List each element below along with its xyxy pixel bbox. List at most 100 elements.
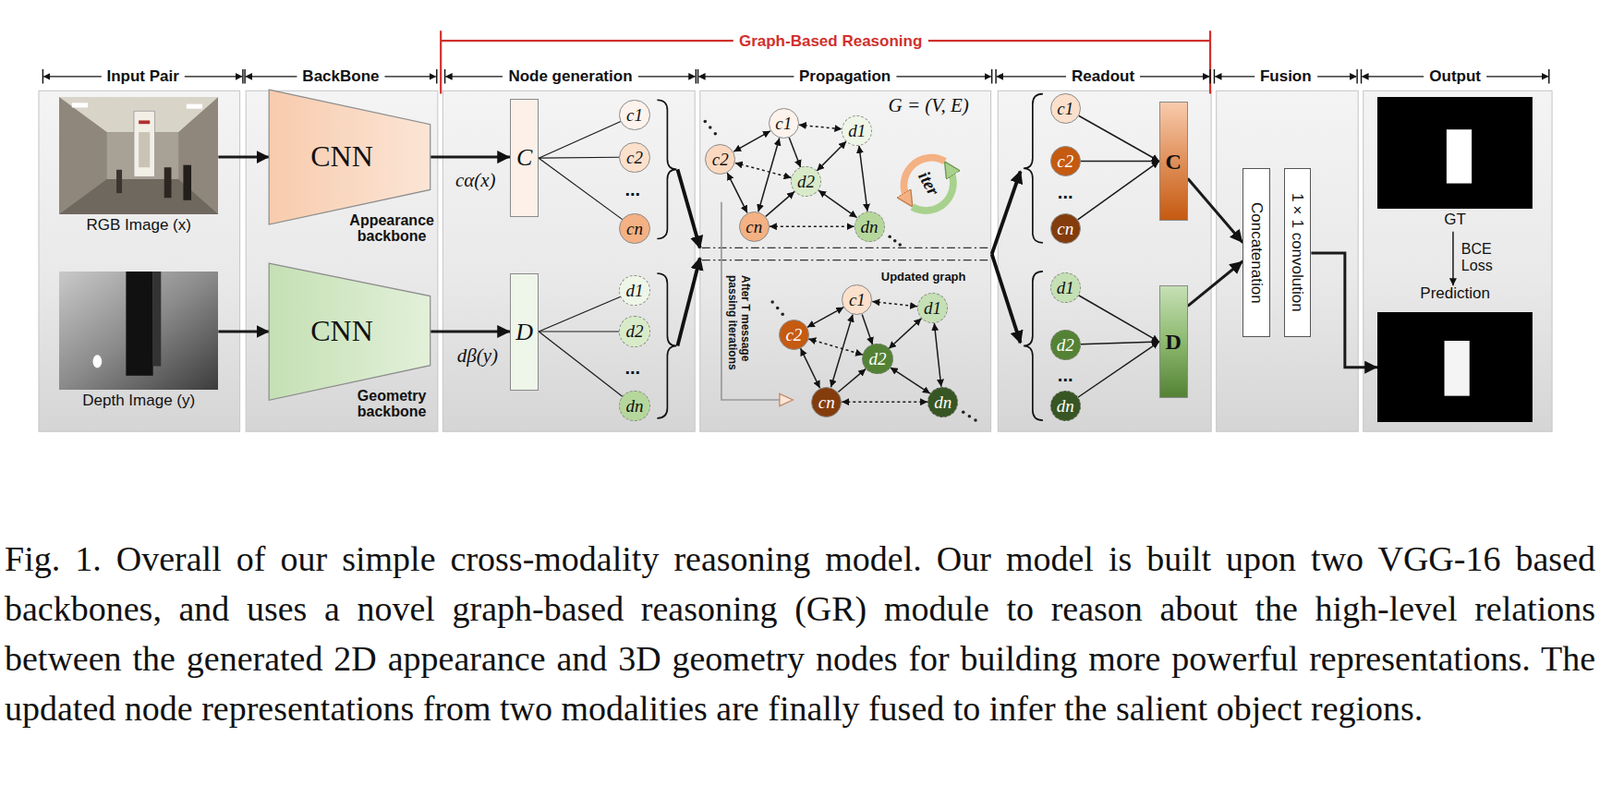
- node-text: c2: [626, 148, 643, 167]
- node-text: dn: [1056, 397, 1075, 415]
- node-text: Appearance backbone: [340, 212, 443, 245]
- brace: [656, 273, 677, 419]
- graph-node: c2: [704, 144, 736, 175]
- image-node: Depth Image (y): [59, 271, 219, 417]
- node-text: D: [515, 320, 534, 345]
- feature-box: D: [509, 273, 539, 391]
- group-bracket: [440, 30, 1211, 94]
- graph-node: cn: [739, 211, 770, 243]
- connector: [430, 329, 510, 333]
- node-text: c1: [626, 106, 643, 124]
- banner-writing: [138, 132, 150, 168]
- connector: [218, 156, 269, 159]
- node-text: cn: [1056, 219, 1074, 238]
- feature-box: C: [1159, 101, 1188, 220]
- ellipsis: ...: [1057, 364, 1074, 386]
- connector: [1310, 253, 1378, 368]
- dot: [770, 300, 775, 304]
- connector: [538, 157, 622, 219]
- bright-spot: [93, 354, 103, 368]
- node-text: d2: [797, 172, 815, 191]
- section-header: BackBone: [296, 68, 385, 86]
- group-title: Graph-Based Reasoning: [733, 33, 928, 51]
- section-header: Readout: [1066, 68, 1140, 86]
- panel: [1216, 90, 1359, 432]
- connector: [1452, 231, 1455, 287]
- connector: [765, 191, 795, 217]
- person: [182, 165, 192, 201]
- graph-node: d2: [1050, 329, 1081, 361]
- connector: [538, 121, 621, 159]
- connector: [538, 296, 621, 332]
- ellipsis: ...: [625, 179, 642, 200]
- backbone-trapezoid: CNN Geometry backbone: [266, 261, 449, 431]
- connector: [538, 331, 623, 397]
- fusion-box: 1×1 convolution: [1284, 168, 1312, 337]
- node-text: cn: [818, 393, 836, 412]
- dot: [968, 414, 972, 419]
- connector: [218, 329, 269, 333]
- dot: [714, 132, 718, 136]
- graph-node: dn: [1050, 390, 1081, 422]
- ceiling-light: [72, 102, 88, 108]
- connector: [808, 339, 863, 355]
- node-text: CNN: [310, 315, 374, 348]
- graph-node: d1: [1050, 272, 1081, 304]
- graph-label: Updated graph: [881, 270, 967, 284]
- connector: [872, 302, 918, 307]
- separator: [702, 259, 988, 261]
- trapezoid-outline: [269, 263, 432, 400]
- node-text: c1: [848, 290, 866, 309]
- graph-node: c1: [768, 108, 800, 139]
- banner-mark: [138, 120, 150, 124]
- connector: [830, 315, 853, 388]
- section-header: Output: [1423, 68, 1487, 86]
- split-arrow: [992, 171, 1021, 255]
- iteration-note: After T message passing iterations: [725, 275, 752, 393]
- graph-node: c2: [778, 319, 810, 351]
- node-text: d1: [1056, 278, 1075, 297]
- graph-node: d2: [618, 315, 650, 347]
- floor: [59, 179, 219, 215]
- person: [116, 169, 122, 194]
- ceiling-light: [186, 104, 203, 110]
- connector: [1080, 341, 1160, 345]
- pillar: [125, 271, 153, 376]
- dot: [703, 120, 708, 124]
- connector: [430, 156, 510, 159]
- panel: [997, 90, 1212, 432]
- connector: [1187, 178, 1244, 243]
- edge-label: dβ(y): [457, 345, 498, 367]
- iteration-arrow: [912, 168, 954, 211]
- connector: [1078, 341, 1160, 398]
- connector: [933, 323, 941, 388]
- graph-node: dn: [854, 211, 885, 243]
- panel: [38, 90, 241, 432]
- node-text: c2: [785, 326, 802, 344]
- mask-ground: [1377, 96, 1533, 210]
- separator: [702, 247, 988, 249]
- panel: [1363, 90, 1552, 432]
- node-text: Geometry backbone: [340, 387, 443, 421]
- image-picture: [59, 96, 219, 215]
- image-node: Prediction: [1377, 285, 1533, 423]
- connector: [1187, 261, 1244, 307]
- node-text: RGB Image (x): [59, 217, 219, 235]
- graph-node: d1: [618, 275, 650, 306]
- node-text: d2: [626, 322, 644, 340]
- node-text: c1: [775, 114, 792, 133]
- connector: [800, 348, 821, 388]
- node-text: 1×1 convolution: [1289, 193, 1306, 313]
- feature-box: C: [509, 98, 539, 218]
- connector: [1080, 160, 1160, 163]
- trapezoid-outline: [269, 89, 432, 225]
- graph-node: cn: [811, 387, 842, 418]
- node-text: c2: [712, 150, 729, 169]
- connector: [733, 131, 771, 152]
- graph-node: dn: [927, 387, 958, 418]
- connector: [1078, 161, 1160, 220]
- continuation-dots: [703, 120, 978, 423]
- connector: [538, 330, 619, 332]
- edge-label: BCE Loss: [1461, 242, 1503, 275]
- hollow-arrowhead: [779, 393, 793, 406]
